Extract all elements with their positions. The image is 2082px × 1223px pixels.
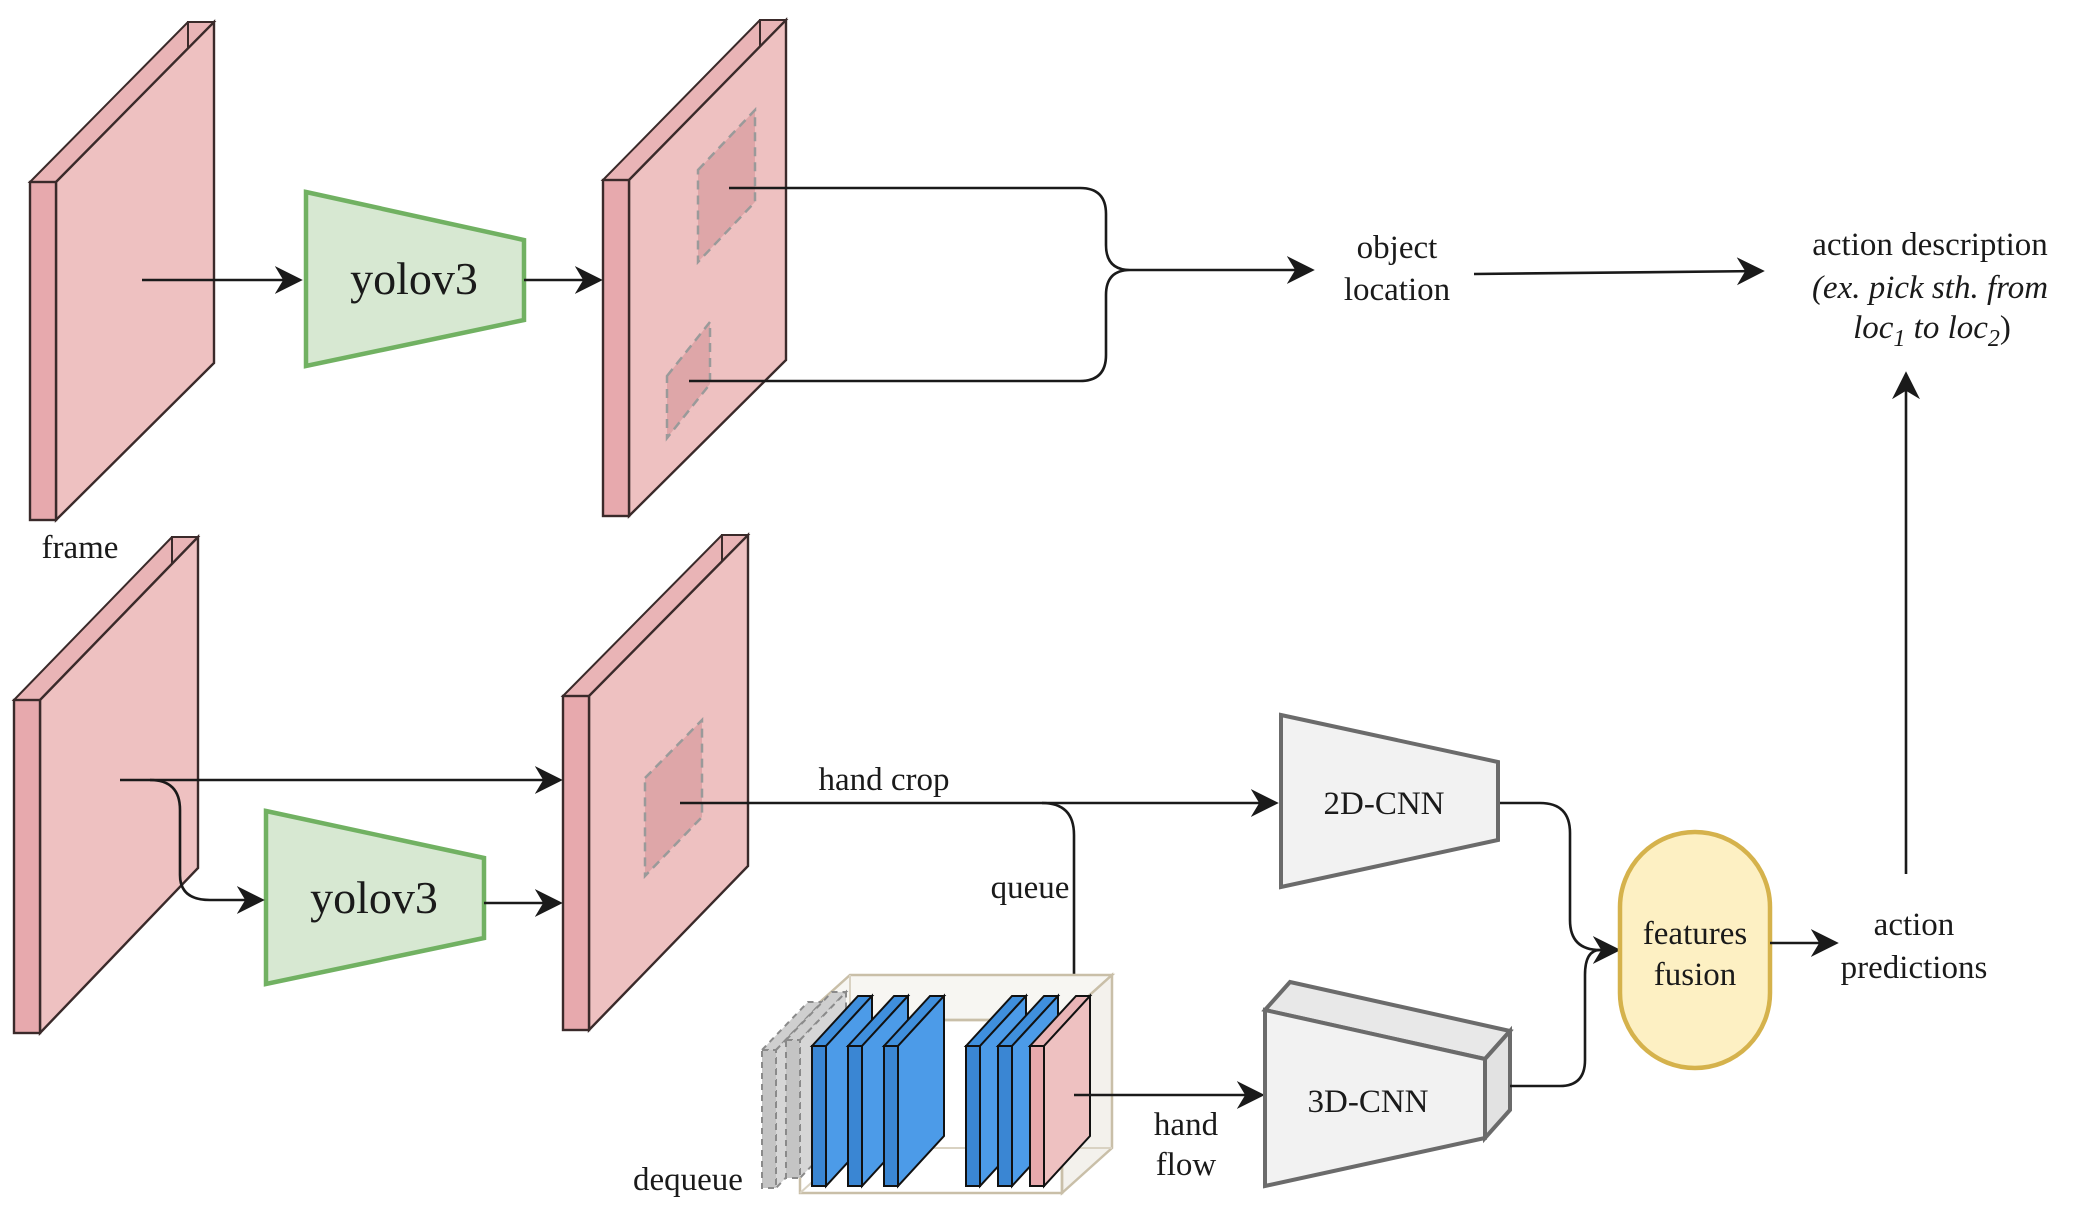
- yolo-top-block: yolov3: [303, 189, 527, 369]
- action-predictions-line1: action: [1874, 907, 1955, 943]
- cnn-2d-label: 2D-CNN: [1324, 786, 1445, 822]
- action-description-line2: (ex. pick sth. from: [1812, 270, 2048, 306]
- features-fusion-line2: fusion: [1654, 957, 1737, 993]
- frame-label: frame: [42, 530, 119, 566]
- edge-2dcnn-to-fusion: [1500, 801, 1621, 964]
- loc-mid: to: [1905, 310, 1947, 346]
- object-box-b: [665, 318, 712, 442]
- cnn-3d-label: 3D-CNN: [1308, 1084, 1429, 1120]
- features-fusion-node: features fusion: [1617, 829, 1773, 1071]
- hand-crop-box: [643, 716, 704, 880]
- object-box-a: [696, 106, 757, 266]
- loc-a: loc: [1853, 310, 1894, 346]
- yolo-top-label: yolov3: [350, 253, 478, 304]
- edge-frame-to-yolo-bottom: [149, 778, 265, 914]
- cnn-3d-block: 3D-CNN: [1261, 979, 1514, 1189]
- action-description-line3: loc1 to loc2): [1853, 310, 2011, 352]
- hand-flow-line2: flow: [1156, 1147, 1217, 1183]
- dequeue-label: dequeue: [633, 1162, 743, 1198]
- frame-bottom-crop: [560, 532, 751, 1033]
- hand-crop-label: hand crop: [818, 762, 949, 798]
- action-description-node: action description (ex. pick sth. from l…: [1812, 227, 2048, 352]
- action-predictions-line2: predictions: [1841, 950, 1988, 986]
- action-description-line1: action description: [1812, 227, 2048, 263]
- frame-top-input: [27, 19, 217, 523]
- yolo-bottom-label: yolov3: [310, 872, 438, 923]
- queue-slices-group-b: [963, 993, 1093, 1189]
- features-fusion-line1: features: [1643, 916, 1747, 952]
- frame-bottom-input: [11, 534, 201, 1036]
- queue-label: queue: [991, 870, 1070, 906]
- loc-b: loc: [1948, 310, 1989, 346]
- object-location-line1: object: [1357, 230, 1438, 266]
- loc-a-sub: 1: [1893, 326, 1905, 352]
- loc-b-sub: 2: [1988, 326, 2000, 352]
- edge-queue: [1041, 801, 1088, 1007]
- object-location-line2: location: [1344, 272, 1450, 308]
- loc-close: ): [2000, 310, 2011, 346]
- frame-top-detections: [600, 17, 789, 519]
- edge-3dcnn-to-fusion: [1510, 948, 1601, 1088]
- hand-flow-line1: hand: [1154, 1107, 1219, 1143]
- cnn-2d-block: 2D-CNN: [1279, 712, 1500, 890]
- queue-slices-group-a: [809, 993, 947, 1189]
- yolo-bottom-block: yolov3: [263, 808, 487, 987]
- edge-to-action-description: [1473, 257, 1765, 286]
